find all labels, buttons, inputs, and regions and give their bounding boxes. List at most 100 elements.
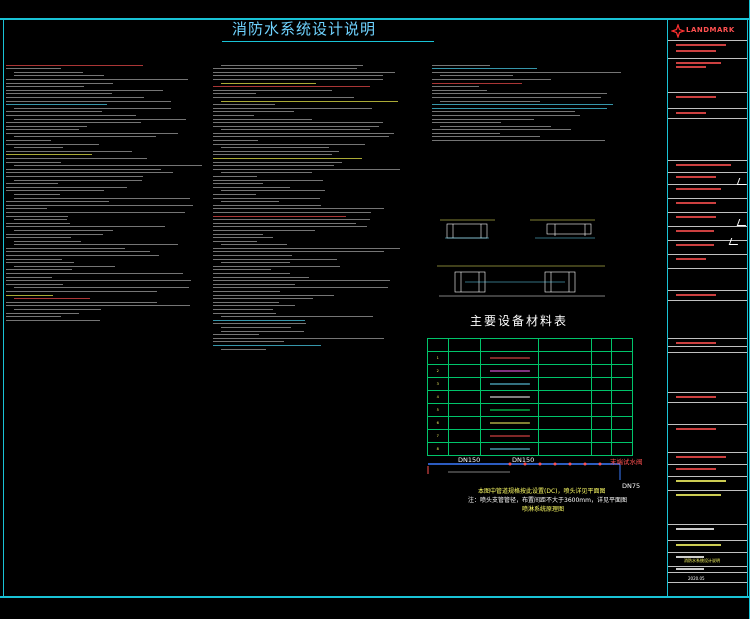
table-cell xyxy=(611,390,633,404)
table-cell xyxy=(447,390,482,404)
spec-text-line xyxy=(6,104,107,106)
spec-text-line xyxy=(440,75,513,77)
spec-text-line xyxy=(213,337,384,339)
spec-text-line xyxy=(14,298,90,300)
equipment-table-header xyxy=(427,338,633,352)
pipe-label-dn75: DN75 xyxy=(622,482,641,490)
spec-text-line xyxy=(213,334,259,336)
spec-text-line xyxy=(221,172,312,174)
table-row: 2 xyxy=(427,364,633,378)
table-cell: 5 xyxy=(427,403,449,417)
spec-text-line xyxy=(213,308,273,310)
spec-text-line xyxy=(6,247,125,249)
title-block-divider xyxy=(668,40,747,41)
title-block-divider xyxy=(668,572,747,573)
spec-text-line xyxy=(213,197,320,199)
spec-text-line xyxy=(213,168,400,170)
spec-text-line xyxy=(6,183,58,185)
table-cell xyxy=(537,442,592,456)
spec-text-line xyxy=(213,107,372,109)
spec-text-line xyxy=(14,219,67,221)
spec-text-line xyxy=(221,201,279,203)
spec-text-line xyxy=(213,255,292,257)
spec-text-line xyxy=(221,64,363,66)
title-block-divider xyxy=(668,240,747,241)
title-block-divider xyxy=(668,92,747,93)
spec-text-line xyxy=(440,125,551,127)
title-block-field xyxy=(676,456,726,458)
title-block-divider xyxy=(668,552,747,553)
spec-text-line xyxy=(14,179,142,181)
table-cell xyxy=(447,403,482,417)
title-block-divider xyxy=(668,464,747,465)
spec-text-line xyxy=(6,96,144,98)
table-row: 5 xyxy=(427,403,633,417)
spec-text-line xyxy=(432,93,607,95)
title-block-field xyxy=(676,112,706,114)
spec-text-line xyxy=(6,68,61,70)
spec-text-line xyxy=(213,158,362,160)
spec-text-line xyxy=(213,118,312,120)
spec-text-line xyxy=(213,204,321,206)
pipe-note-2: 注：喷头支管管径，布置间距不大于3600mm，详见平面图 xyxy=(468,497,627,504)
title-block-divider xyxy=(668,476,747,477)
sheet-title-underline xyxy=(222,41,434,42)
spec-text-line xyxy=(6,255,159,257)
table-header-cell xyxy=(447,338,482,352)
spec-text-line xyxy=(213,305,295,307)
spec-text-line xyxy=(6,276,52,278)
frame-titleblock-right xyxy=(747,18,748,598)
table-cell xyxy=(480,403,539,417)
title-block-field xyxy=(676,230,714,232)
equipment-table-title: 主要设备材料表 xyxy=(470,314,569,328)
spec-text-line xyxy=(6,215,68,217)
spec-text-line xyxy=(6,172,173,174)
spec-text-line xyxy=(14,287,189,289)
title-block-divider xyxy=(668,172,747,173)
sprinkler-pipe-diagram xyxy=(427,462,621,480)
title-block-divider xyxy=(668,582,747,583)
pipe-note-1: 本图中管道规格按此设置(DC)，喷头详见平面图 xyxy=(478,488,606,495)
spec-text-line xyxy=(213,265,340,267)
spec-text-line xyxy=(221,244,287,246)
table-cell: 6 xyxy=(427,416,449,430)
spec-text-line xyxy=(6,122,141,124)
frame-left xyxy=(3,18,4,598)
spec-text-line xyxy=(213,183,263,185)
spec-text-line xyxy=(6,125,87,127)
table-cell xyxy=(590,403,613,417)
spec-text-line xyxy=(6,273,183,275)
spec-text-line xyxy=(213,294,334,296)
title-block-divider xyxy=(668,212,747,213)
spec-text-line xyxy=(440,100,540,102)
spec-text-line xyxy=(6,316,61,318)
spec-text-line xyxy=(213,111,294,113)
table-cell xyxy=(480,351,539,365)
title-block-divider xyxy=(668,226,747,227)
spec-text-line xyxy=(6,100,171,102)
spec-text-line xyxy=(213,114,254,116)
table-cell xyxy=(590,377,613,391)
pipe-note-3: 喷淋系统原理图 xyxy=(522,506,565,513)
title-block-field xyxy=(676,494,721,496)
table-row: 8 xyxy=(427,442,633,456)
frame-titleblock-left xyxy=(667,18,668,598)
spec-text-line xyxy=(6,154,92,156)
spec-text-line xyxy=(213,89,332,91)
spec-text-line xyxy=(14,118,186,120)
spec-text-line xyxy=(213,312,276,314)
table-header-cell xyxy=(611,338,633,352)
table-cell xyxy=(590,351,613,365)
spec-text-line xyxy=(6,291,157,292)
drawing-date: 2020.05 xyxy=(688,576,705,581)
spec-text-line xyxy=(432,122,501,124)
spec-text-line xyxy=(6,226,165,228)
table-cell xyxy=(537,416,592,430)
spec-text-line xyxy=(6,269,72,271)
table-cell xyxy=(537,364,592,378)
spec-text-line xyxy=(6,319,100,321)
pipe-label-dn150-right: DN150 xyxy=(512,456,535,464)
spec-text-line xyxy=(221,262,290,264)
table-header-cell xyxy=(480,338,539,352)
spec-text-line xyxy=(432,96,601,98)
